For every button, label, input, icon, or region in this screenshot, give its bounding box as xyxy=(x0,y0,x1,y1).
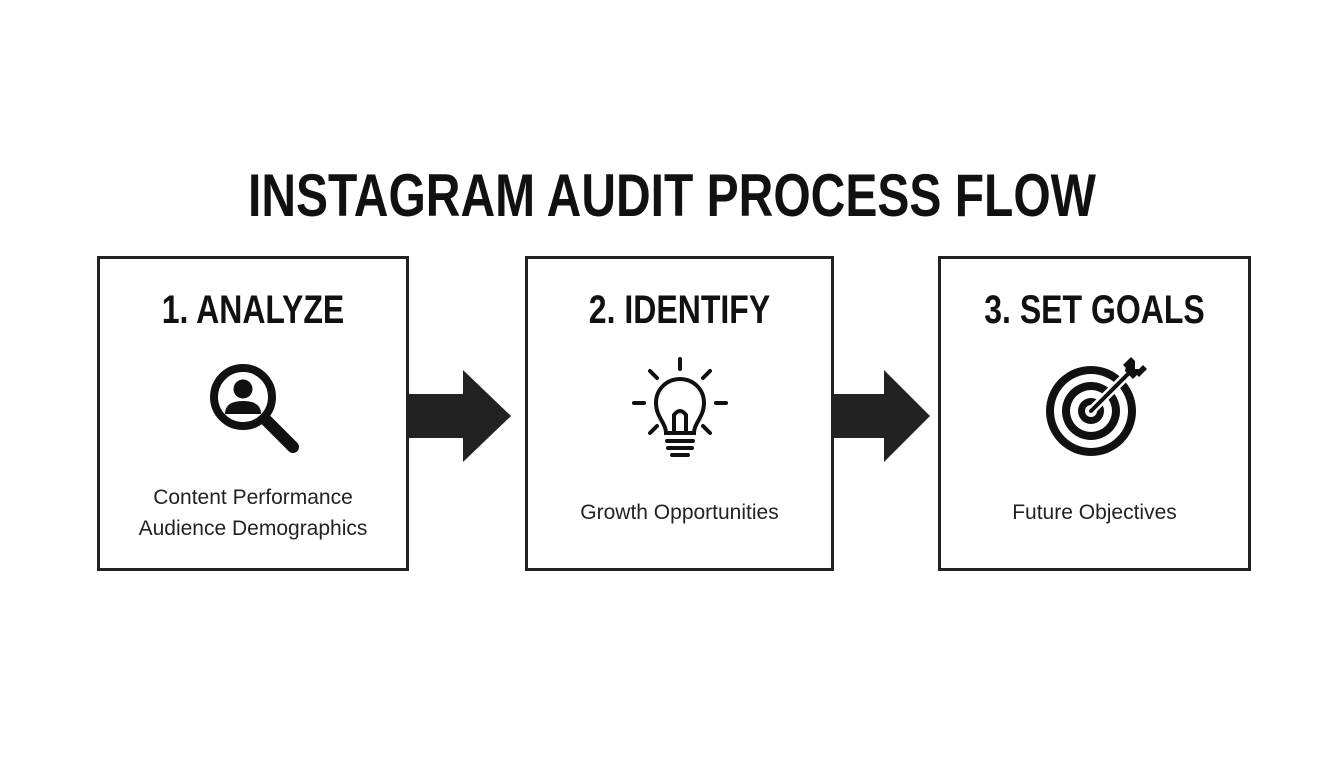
step-description: Growth Opportunities xyxy=(528,497,831,528)
target-arrow-icon xyxy=(1043,357,1147,461)
step-heading: 2. IDENTIFY xyxy=(588,288,771,332)
lightbulb-icon xyxy=(628,357,732,461)
description-line: Audience Demographics xyxy=(138,517,368,540)
description-line: Content Performance xyxy=(153,486,353,509)
arrow-right-icon xyxy=(832,370,930,462)
arrow-right-icon xyxy=(407,370,511,462)
step-identify: 2. IDENTIFY Growth Opportunities xyxy=(525,256,834,571)
step-heading: 1. ANALYZE xyxy=(161,288,345,332)
magnifier-user-icon xyxy=(201,357,305,461)
page-title: INSTAGRAM AUDIT PROCESS FLOW xyxy=(248,162,1096,230)
description-line: Future Objectives xyxy=(1012,501,1177,524)
step-set-goals: 3. SET GOALS Future Objectives xyxy=(938,256,1251,571)
description-line: Growth Opportunities xyxy=(580,501,779,524)
step-description: Content Performance Audience Demographic… xyxy=(100,482,406,544)
step-heading: 3. SET GOALS xyxy=(984,288,1205,332)
step-analyze: 1. ANALYZE Content Performance Audience … xyxy=(97,256,409,571)
step-description: Future Objectives xyxy=(941,497,1248,528)
